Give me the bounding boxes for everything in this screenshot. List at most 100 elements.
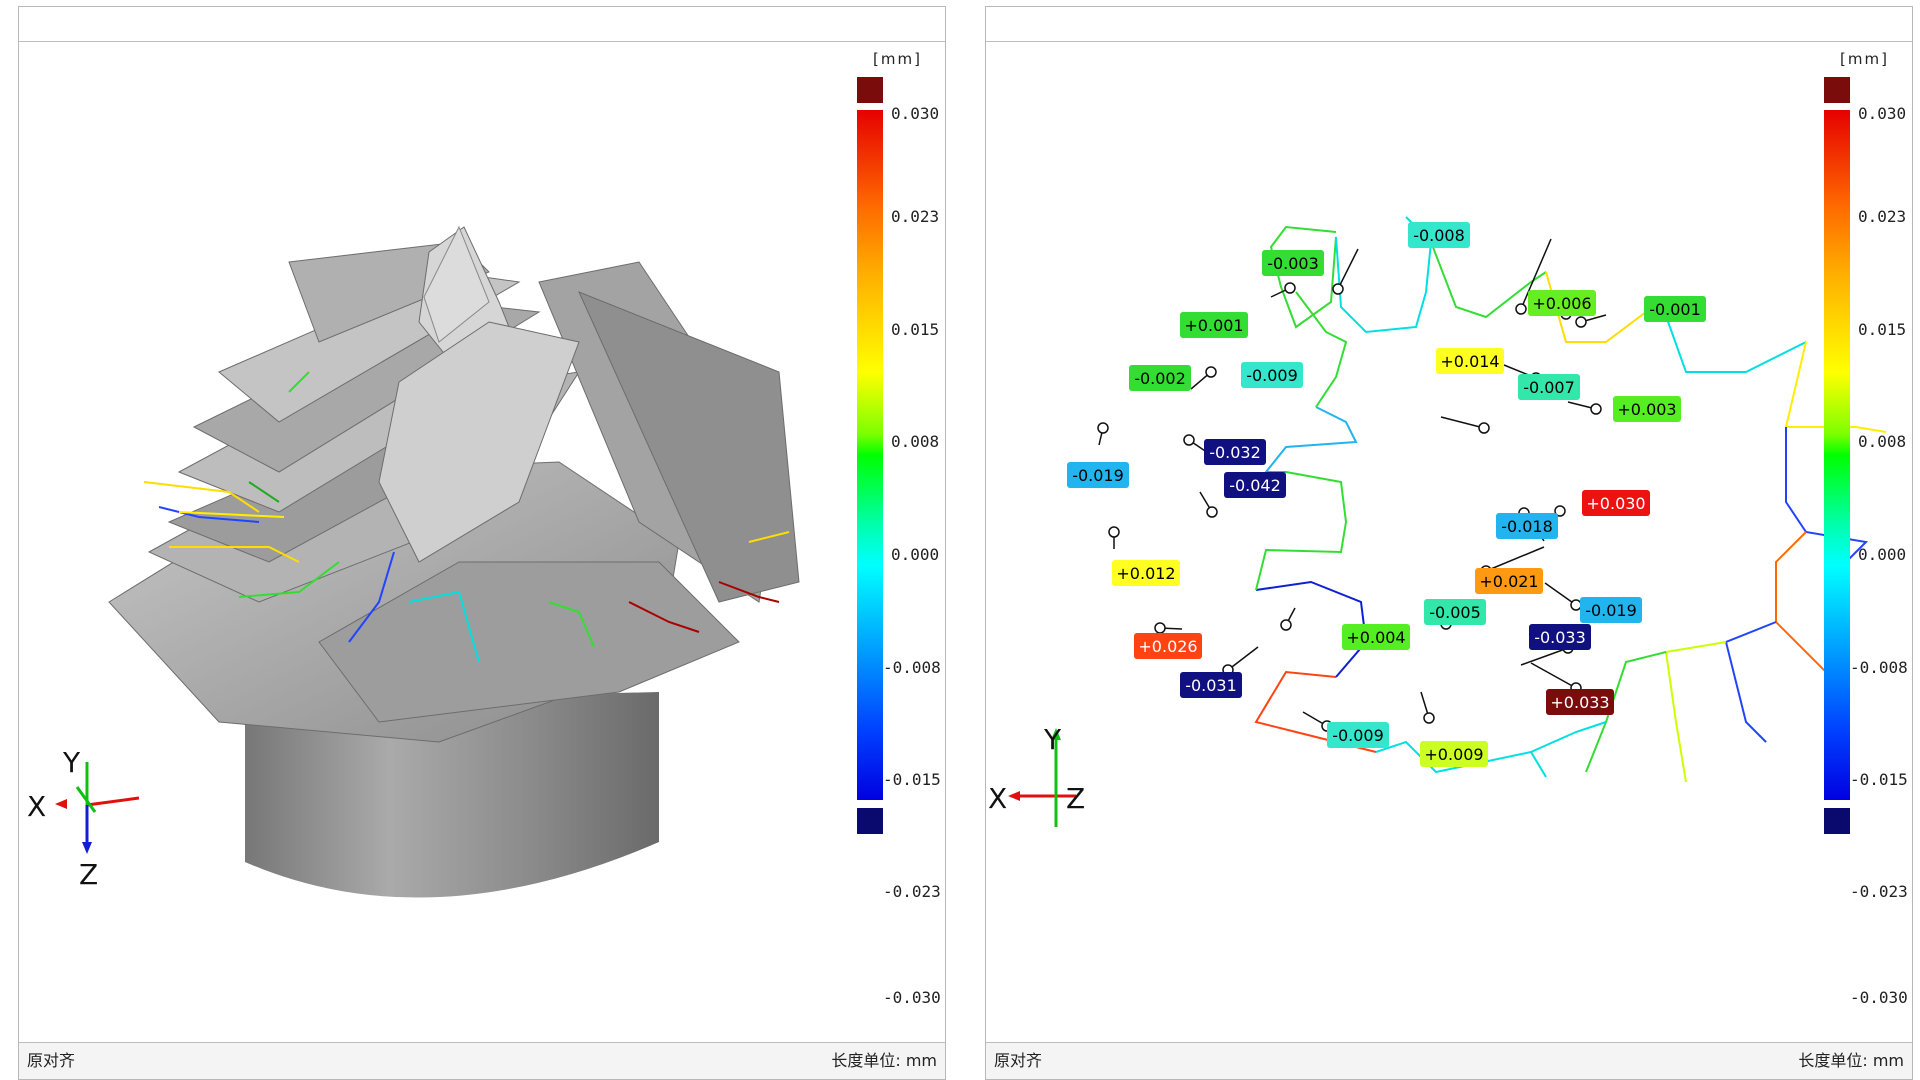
deviation-label-text: +0.012 bbox=[1116, 564, 1175, 583]
right-panel-toolbar bbox=[986, 7, 1912, 42]
deviation-label[interactable]: +0.021 bbox=[1475, 568, 1543, 594]
colorbar-unit: [mm] bbox=[873, 50, 922, 68]
colorbar-tick: 0.000 bbox=[1858, 545, 1907, 564]
deviation-label-text: +0.001 bbox=[1184, 316, 1243, 335]
deviation-label[interactable]: -0.019 bbox=[1067, 462, 1129, 488]
deviation-label-text: +0.014 bbox=[1440, 352, 1499, 371]
colorbar-gradient bbox=[857, 110, 883, 800]
deviation-label[interactable]: -0.001 bbox=[1644, 296, 1706, 322]
length-unit-status: 长度单位: mm bbox=[1798, 1051, 1904, 1070]
length-unit-status: 长度单位: mm bbox=[831, 1051, 937, 1070]
deviation-label-text: +0.026 bbox=[1138, 637, 1197, 656]
deviation-label-text: -0.019 bbox=[1072, 466, 1124, 485]
deviation-label[interactable]: +0.004 bbox=[1342, 624, 1410, 650]
deviation-label-text: -0.005 bbox=[1429, 603, 1481, 622]
deviation-label[interactable]: +0.006 bbox=[1528, 290, 1596, 316]
colorbar-unit: [mm] bbox=[1840, 50, 1889, 68]
x-axis-label: X bbox=[27, 790, 46, 823]
right-view-panel: -0.008 -0.003 +0.006 +0.001 -0.001 +0.01… bbox=[985, 6, 1913, 1080]
left-view-panel: X Y Z [mm] 0.030 0.023 0.015 0.008 0.000… bbox=[18, 6, 946, 1080]
colorbar-overflow-high bbox=[857, 77, 883, 103]
impeller-3d-model[interactable]: X Y Z bbox=[19, 42, 945, 1043]
colorbar-tick: -0.023 bbox=[883, 882, 941, 901]
right-axis-triad: X Y Z bbox=[988, 723, 1085, 827]
right-status-bar: 原对齐 长度单位: mm bbox=[986, 1042, 1912, 1079]
colorbar-tick: -0.030 bbox=[1850, 988, 1908, 1007]
deviation-label-text: -0.009 bbox=[1246, 366, 1298, 385]
colorbar-tick: 0.000 bbox=[891, 545, 940, 564]
deviation-label[interactable]: +0.033 bbox=[1546, 689, 1614, 715]
deviation-label[interactable]: -0.008 bbox=[1408, 222, 1470, 248]
deviation-label[interactable]: +0.014 bbox=[1436, 348, 1504, 374]
impeller-base-cylinder bbox=[245, 692, 659, 898]
deviation-label-text: -0.032 bbox=[1209, 443, 1261, 462]
deviation-label[interactable]: -0.032 bbox=[1204, 439, 1266, 465]
deviation-label[interactable]: -0.042 bbox=[1224, 472, 1286, 498]
deviation-label-text: -0.033 bbox=[1534, 628, 1586, 647]
y-axis-label: Y bbox=[1043, 723, 1062, 756]
left-axis-triad: X Y Z bbox=[27, 746, 140, 891]
colorbar-overflow-high bbox=[1824, 77, 1850, 103]
deviation-label-text: -0.042 bbox=[1229, 476, 1281, 495]
x-axis-label: X bbox=[988, 782, 1007, 815]
deviation-label-text: -0.031 bbox=[1185, 676, 1237, 695]
colorbar-overflow-low bbox=[1824, 808, 1850, 834]
deviation-label-text: -0.001 bbox=[1649, 300, 1701, 319]
deviation-label-text: +0.030 bbox=[1586, 494, 1645, 513]
z-axis-label: Z bbox=[1066, 782, 1085, 815]
deviation-label[interactable]: -0.009 bbox=[1241, 362, 1303, 388]
deviation-label-text: -0.009 bbox=[1332, 726, 1384, 745]
deviation-label[interactable]: -0.033 bbox=[1529, 624, 1591, 650]
y-axis-label: Y bbox=[62, 746, 81, 779]
left-status-bar: 原对齐 长度单位: mm bbox=[19, 1042, 945, 1079]
colorbar-tick: -0.015 bbox=[883, 770, 941, 789]
deviation-label[interactable]: -0.007 bbox=[1518, 374, 1580, 400]
colorbar-tick: 0.023 bbox=[891, 207, 940, 226]
deviation-label[interactable]: -0.031 bbox=[1180, 672, 1242, 698]
colorbar-tick: 0.015 bbox=[1858, 320, 1907, 339]
colorbar-tick: 0.008 bbox=[891, 432, 940, 451]
colorbar-tick: -0.015 bbox=[1850, 770, 1908, 789]
section-deviation-plot[interactable]: -0.008 -0.003 +0.006 +0.001 -0.001 +0.01… bbox=[986, 42, 1912, 1043]
deviation-label-text: -0.003 bbox=[1267, 254, 1319, 273]
deviation-label-text: +0.021 bbox=[1479, 572, 1538, 591]
z-axis-label: Z bbox=[79, 858, 98, 891]
deviation-label[interactable]: +0.030 bbox=[1582, 490, 1650, 516]
left-3d-viewport[interactable]: X Y Z [mm] 0.030 0.023 0.015 0.008 0.000… bbox=[19, 42, 945, 1043]
deviation-label[interactable]: +0.001 bbox=[1180, 312, 1248, 338]
deviation-label-text: +0.003 bbox=[1617, 400, 1676, 419]
colorbar-tick: 0.008 bbox=[1858, 432, 1907, 451]
colorbar-tick: -0.008 bbox=[883, 658, 941, 677]
deviation-label[interactable]: -0.005 bbox=[1424, 599, 1486, 625]
right-2d-viewport[interactable]: -0.008 -0.003 +0.006 +0.001 -0.001 +0.01… bbox=[986, 42, 1912, 1043]
deviation-label-text: -0.002 bbox=[1134, 369, 1186, 388]
colorbar-tick: 0.030 bbox=[891, 104, 940, 123]
left-deviation-curves bbox=[143, 371, 790, 663]
colorbar-tick: -0.030 bbox=[883, 988, 941, 1007]
deviation-label[interactable]: -0.018 bbox=[1496, 513, 1558, 539]
left-panel-toolbar bbox=[19, 7, 945, 42]
deviation-label-text: +0.004 bbox=[1346, 628, 1405, 647]
colorbar-tick: 0.023 bbox=[1858, 207, 1907, 226]
colorbar-tick: 0.015 bbox=[891, 320, 940, 339]
deviation-label[interactable]: -0.002 bbox=[1129, 365, 1191, 391]
alignment-status: 原对齐 bbox=[994, 1051, 1043, 1070]
deviation-label-text: -0.007 bbox=[1523, 378, 1575, 397]
deviation-label[interactable]: +0.012 bbox=[1112, 560, 1180, 586]
deviation-label-text: +0.006 bbox=[1532, 294, 1591, 313]
alignment-status: 原对齐 bbox=[27, 1051, 76, 1070]
deviation-label-text: -0.019 bbox=[1585, 601, 1637, 620]
deviation-labels: -0.008 -0.003 +0.006 +0.001 -0.001 +0.01… bbox=[1067, 222, 1706, 767]
colorbar-tick: -0.008 bbox=[1850, 658, 1908, 677]
deviation-label[interactable]: +0.003 bbox=[1613, 396, 1681, 422]
deviation-label-text: -0.018 bbox=[1501, 517, 1553, 536]
deviation-label[interactable]: +0.009 bbox=[1420, 741, 1488, 767]
colorbar-gradient bbox=[1824, 110, 1850, 800]
deviation-label[interactable]: -0.019 bbox=[1580, 597, 1642, 623]
deviation-label-text: -0.008 bbox=[1413, 226, 1465, 245]
deviation-label[interactable]: +0.026 bbox=[1134, 633, 1202, 659]
colorbar-tick: 0.030 bbox=[1858, 104, 1907, 123]
colorbar-tick: -0.023 bbox=[1850, 882, 1908, 901]
deviation-label[interactable]: -0.003 bbox=[1262, 250, 1324, 276]
deviation-label[interactable]: -0.009 bbox=[1327, 722, 1389, 748]
